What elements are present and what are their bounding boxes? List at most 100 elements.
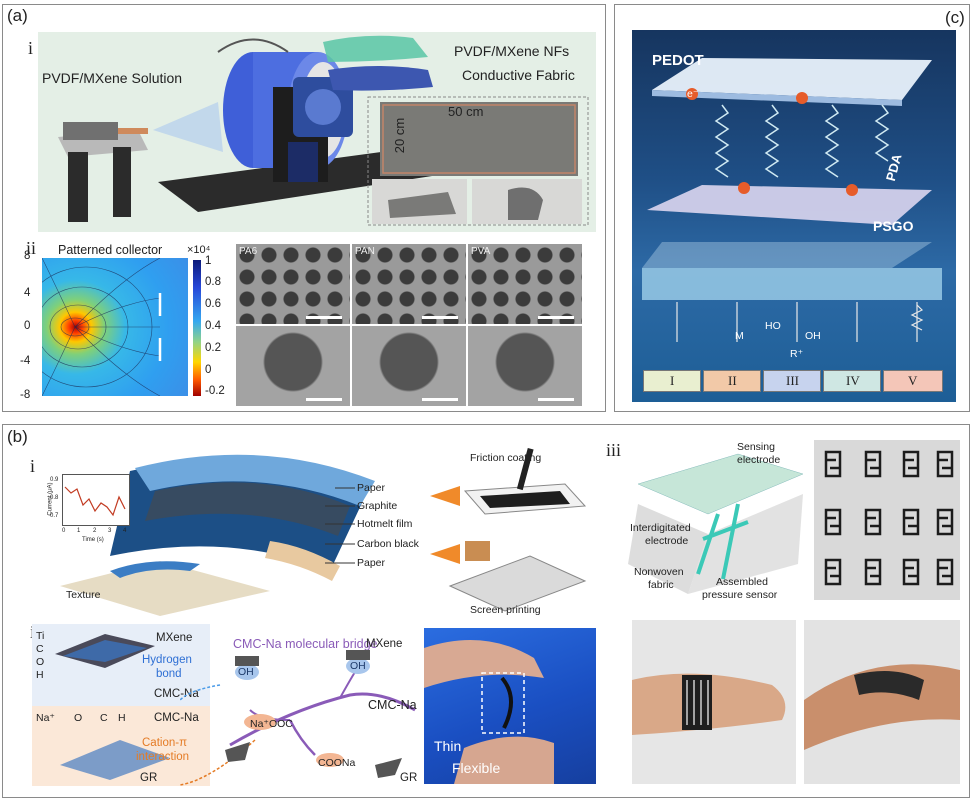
assembled-label-2: pressure sensor bbox=[702, 589, 778, 601]
sem-pva-top: PVA bbox=[468, 244, 582, 324]
cbar-tick-2: 0.6 bbox=[205, 298, 221, 310]
bottom-box-ii-fill bbox=[704, 371, 760, 391]
ytick-1: 4 bbox=[24, 287, 31, 299]
inset-xtick-3: 3 bbox=[108, 528, 112, 534]
mxene-box bbox=[32, 624, 210, 706]
na-atom-h: H bbox=[118, 712, 126, 724]
cmcna-bridge-label: CMC-Na bbox=[368, 698, 417, 712]
chem-label-m: M bbox=[735, 330, 744, 342]
gr-bridge-label: GR bbox=[400, 772, 418, 784]
sem-pan-top: PAN bbox=[352, 244, 466, 324]
sensing-label-2: electrode bbox=[737, 454, 781, 466]
current-inset bbox=[62, 474, 130, 526]
inset-xtick-1: 1 bbox=[77, 528, 81, 534]
psgo-label: PSGO bbox=[873, 218, 914, 234]
electrospinning-illustration bbox=[38, 32, 596, 232]
sem-pan-bottom bbox=[352, 326, 466, 406]
sensor-structure-illustration bbox=[628, 444, 808, 604]
layered-sensor-illustration bbox=[40, 446, 600, 616]
naooc-label: Na⁺OOC bbox=[250, 718, 293, 730]
ytick-0: 8 bbox=[24, 250, 31, 262]
sem-label-pva: PVA bbox=[471, 246, 491, 257]
fabric-height-label: 20 cm bbox=[392, 117, 408, 154]
finger-photo-1 bbox=[632, 620, 796, 784]
panel-b-label: (b) bbox=[7, 427, 28, 446]
bottom-box-v-label: V bbox=[908, 373, 918, 388]
bottom-box-v: V bbox=[883, 370, 943, 392]
flexible-label: Flexible bbox=[452, 760, 501, 776]
solution-label: PVDF/MXene Solution bbox=[42, 70, 183, 86]
hbond-label-2: bond bbox=[156, 668, 182, 680]
finger-photo-2 bbox=[804, 620, 960, 784]
nonwoven-label-1: Nonwoven bbox=[634, 566, 684, 578]
atom-o: O bbox=[36, 656, 45, 668]
layer-hotmelt: Hotmelt film bbox=[357, 518, 413, 530]
bottom-box-ii: II bbox=[703, 370, 761, 392]
atom-ti: Ti bbox=[36, 630, 45, 642]
bottom-box-iii-fill bbox=[764, 371, 820, 391]
oh-label-left: OH bbox=[238, 666, 254, 678]
cbar-tick-4: 0.2 bbox=[205, 342, 221, 354]
ytick-3: -4 bbox=[20, 355, 31, 367]
colorbar bbox=[193, 260, 201, 396]
atom-h: H bbox=[36, 669, 44, 681]
sem-label-pa6: PA6 bbox=[239, 246, 258, 257]
fabric-width-label: 50 cm bbox=[448, 104, 484, 119]
scalebar bbox=[422, 398, 458, 401]
bottom-box-iv-fill bbox=[824, 371, 880, 391]
inset-ytick-1: 0.8 bbox=[50, 495, 59, 501]
cbar-tick-5: 0 bbox=[205, 364, 212, 376]
cation-label-2: interaction bbox=[136, 751, 190, 763]
pedot-label: PEDOT bbox=[652, 52, 704, 69]
coona-label: COONa bbox=[318, 757, 356, 769]
screen-printing-label: Screen printing bbox=[470, 604, 541, 616]
pedot-psgo-drawing bbox=[642, 58, 942, 342]
chem-label-oh: OH bbox=[805, 330, 821, 342]
electron-label: e⁻ bbox=[687, 88, 699, 100]
panel-c-label: (c) bbox=[945, 8, 965, 27]
collector-title: Patterned collector bbox=[58, 243, 163, 257]
na-atom-na: Na⁺ bbox=[36, 712, 55, 724]
inset-ytick-2: 0.7 bbox=[50, 513, 59, 519]
scalebar bbox=[538, 316, 574, 319]
thin-label: Thin bbox=[434, 738, 462, 754]
panel-b-sub-iii: iii bbox=[606, 440, 622, 460]
sem-pa6-bottom bbox=[236, 326, 350, 406]
inset-xtick-2: 2 bbox=[93, 528, 97, 534]
bottom-box-iii-label: III bbox=[786, 373, 799, 388]
sem-pa6-top: PA6 bbox=[236, 244, 350, 324]
mxene-bridge-label: MXene bbox=[366, 638, 403, 650]
electrospinning-drawing bbox=[58, 35, 589, 226]
scalebar bbox=[306, 398, 342, 401]
friction-coating-label: Friction coating bbox=[470, 452, 542, 464]
inset-ytick-0: 0.9 bbox=[50, 477, 59, 483]
molecular-bridge bbox=[179, 650, 420, 790]
sensing-label-1: Sensing bbox=[737, 441, 775, 453]
na-atom-c: C bbox=[100, 712, 108, 724]
layered-sensor-drawing bbox=[60, 447, 587, 616]
bottom-box-i: I bbox=[643, 370, 701, 392]
sem-pva-bottom bbox=[468, 326, 582, 406]
panel-a-sub-i: i bbox=[28, 38, 34, 58]
ytick-4: -8 bbox=[20, 389, 31, 401]
field-heatmap bbox=[19, 257, 188, 397]
chem-label-r: R⁺ bbox=[790, 348, 804, 360]
inset-xtick-0: 0 bbox=[62, 528, 66, 534]
cbar-tick-0: 1 bbox=[205, 255, 212, 267]
gr-label-left: GR bbox=[140, 772, 158, 784]
inset-xlabel: Time (s) bbox=[82, 537, 104, 543]
panel-a-sub-ii: ii bbox=[26, 238, 37, 258]
bottom-box-iv: IV bbox=[823, 370, 881, 392]
layer-paper-bottom: Paper bbox=[357, 557, 386, 569]
bottom-box-i-label: I bbox=[670, 373, 675, 388]
layer-graphite: Graphite bbox=[357, 500, 398, 512]
interdig-label-2: electrode bbox=[645, 535, 689, 547]
panel-a-label: (a) bbox=[7, 6, 28, 25]
cmcna-label-top: CMC-Na bbox=[154, 688, 199, 700]
electrode-array-photo bbox=[814, 440, 960, 600]
cbar-tick-6: -0.2 bbox=[205, 385, 225, 397]
panel-b-sub-i: i bbox=[30, 456, 36, 476]
ytick-2: 0 bbox=[24, 320, 31, 332]
texture-label: Texture bbox=[66, 589, 101, 601]
scalebar bbox=[422, 316, 458, 319]
